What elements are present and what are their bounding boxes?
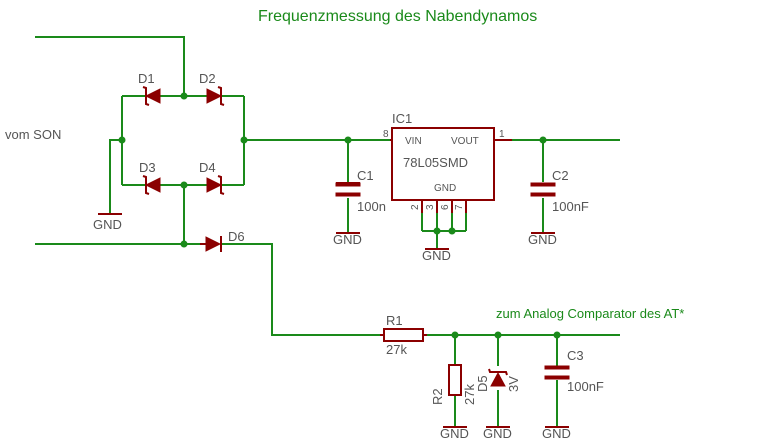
resistor-r1: R1 27k: [380, 313, 427, 357]
junction-dot: [180, 240, 188, 248]
diode-d3-label: D3: [139, 160, 156, 175]
ic1-pin-number-vout: 1: [499, 129, 505, 140]
ic1-pin-vout-label: VOUT: [451, 136, 479, 147]
capacitor-c2-label: C2: [552, 168, 569, 183]
ground-symbol: GND: [528, 232, 557, 247]
ground-label: GND: [440, 426, 469, 441]
capacitor-c3: C3 100nF: [544, 348, 604, 394]
resistor-r2-value: 27k: [462, 384, 477, 405]
input-label: vom SON: [5, 127, 61, 142]
junction-dot: [433, 227, 441, 235]
junction-dot: [448, 227, 456, 235]
junction-dot: [344, 136, 352, 144]
diode-d6: D6: [200, 229, 245, 252]
ic1-pin-vin-label: VIN: [405, 136, 422, 147]
capacitor-c3-value: 100nF: [567, 379, 604, 394]
capacitor-c2-value: 100nF: [552, 199, 589, 214]
ic1-pin-number-gnd: 2: [410, 204, 421, 210]
output-label: zum Analog Comparator des AT*: [496, 306, 684, 321]
resistor-r1-label: R1: [386, 313, 403, 328]
capacitor-c1-label: C1: [357, 168, 374, 183]
diode-d5-label: D5: [475, 375, 490, 392]
diode-d1: D1: [138, 71, 161, 106]
ground-label: GND: [542, 426, 571, 441]
ground-symbol: GND: [542, 426, 571, 441]
ground-symbol: GND: [333, 232, 362, 247]
ground-symbol: GND: [483, 426, 512, 441]
capacitor-c2: C2 100nF: [530, 168, 589, 214]
diode-d3: D3: [139, 160, 161, 195]
ic1-part-number: 78L05SMD: [403, 155, 468, 170]
capacitor-c3-label: C3: [567, 348, 584, 363]
diode-d5-value: 3V: [506, 376, 521, 392]
regulator-ic1: IC1 VIN VOUT 78L05SMD GND 8 1 2 3 6 7: [383, 111, 512, 213]
ground-symbol: GND: [440, 426, 469, 441]
wires: [35, 36, 620, 426]
ic1-pin-number-gnd: 7: [454, 204, 465, 210]
capacitor-c1: C1 100n: [335, 168, 386, 214]
junctions: [118, 92, 561, 339]
ground-label: GND: [333, 232, 362, 247]
resistor-r2: R2 27k: [430, 364, 477, 405]
diagram-title: Frequenzmessung des Nabendynamos: [258, 8, 537, 25]
junction-dot: [539, 136, 547, 144]
diode-d6-label: D6: [228, 229, 245, 244]
zener-diode-d5: D5 3V: [475, 368, 521, 392]
ground-label: GND: [93, 217, 122, 232]
junction-dot: [240, 136, 248, 144]
ic1-pin-number-gnd: 6: [440, 204, 451, 210]
diode-d4-label: D4: [199, 160, 216, 175]
ic1-pin-gnd-label: GND: [434, 183, 456, 194]
ground-symbol: GND: [422, 248, 451, 263]
junction-dot: [451, 331, 459, 339]
ic1-name: IC1: [392, 111, 412, 126]
resistor-r2-label: R2: [430, 388, 445, 405]
resistor-r1-value: 27k: [386, 342, 407, 357]
ic1-pin-number-vin: 8: [383, 129, 389, 140]
junction-dot: [494, 331, 502, 339]
diode-d1-label: D1: [138, 71, 155, 86]
junction-dot: [180, 181, 188, 189]
ground-label: GND: [528, 232, 557, 247]
capacitor-c1-value: 100n: [357, 199, 386, 214]
ground-label: GND: [483, 426, 512, 441]
ic1-pin-number-gnd: 3: [425, 204, 436, 210]
junction-dot: [118, 136, 126, 144]
diode-d2-label: D2: [199, 71, 216, 86]
ground-label: GND: [422, 248, 451, 263]
ground-symbol: GND: [93, 213, 122, 232]
junction-dot: [180, 92, 188, 100]
diode-d4: D4: [199, 160, 225, 195]
diode-d2: D2: [199, 71, 225, 106]
junction-dot: [553, 331, 561, 339]
